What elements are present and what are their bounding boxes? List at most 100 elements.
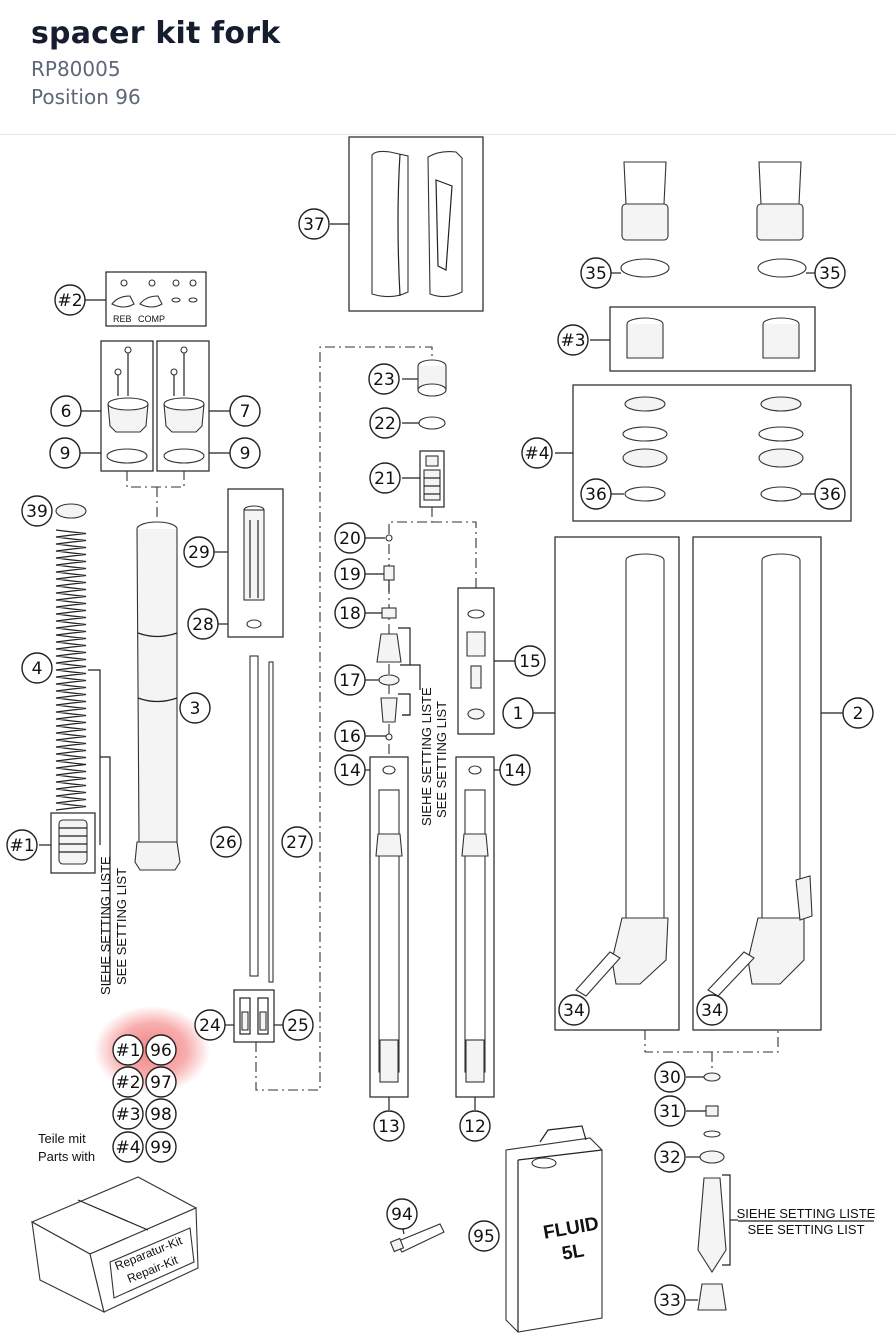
page-title: spacer kit fork: [31, 16, 281, 51]
seal-set-right: [758, 396, 804, 502]
callout-k99[interactable]: 99: [145, 1131, 177, 1163]
callout-k1[interactable]: #1: [6, 829, 38, 861]
callout-number: 6: [61, 402, 72, 422]
callout-k4b[interactable]: #4: [112, 1131, 144, 1163]
callout-c14b[interactable]: 14: [499, 754, 531, 786]
callout-c36a[interactable]: 36: [580, 478, 612, 510]
callout-c3[interactable]: 3: [179, 692, 211, 724]
callout-circle: [558, 994, 590, 1026]
callout-c28[interactable]: 28: [187, 608, 219, 640]
callout-c94[interactable]: 94: [386, 1198, 418, 1230]
callout-c13[interactable]: 13: [373, 1110, 405, 1142]
callout-number: 39: [26, 502, 48, 522]
callout-c29[interactable]: 29: [183, 536, 215, 568]
repair-kit-box: Reparatur-Kit Repair-Kit: [30, 1176, 199, 1314]
callout-c39[interactable]: 39: [21, 495, 53, 527]
callout-circle: [334, 522, 366, 554]
callout-c9a[interactable]: 9: [49, 437, 81, 469]
callout-c22[interactable]: 22: [369, 407, 401, 439]
callout-circle: [145, 1034, 177, 1066]
callout-number: 98: [150, 1105, 172, 1125]
callout-k98[interactable]: 98: [145, 1098, 177, 1130]
callout-c36b[interactable]: 36: [814, 478, 846, 510]
callout-number: 25: [287, 1016, 309, 1036]
callout-c18[interactable]: 18: [334, 597, 366, 629]
callout-circle: [6, 829, 38, 861]
callout-c12[interactable]: 12: [459, 1110, 491, 1142]
callout-c30[interactable]: 30: [654, 1061, 686, 1093]
callout-number: 1: [513, 704, 524, 724]
callout-k3b[interactable]: #3: [112, 1098, 144, 1130]
callout-k97[interactable]: 97: [145, 1066, 177, 1098]
callout-c24[interactable]: 24: [194, 1009, 226, 1041]
callout-number: #2: [57, 291, 82, 311]
callout-number: 35: [585, 264, 607, 284]
callout-circle: [334, 664, 366, 696]
callout-number: 37: [303, 215, 325, 235]
push-rod: [268, 661, 274, 983]
callout-number: 22: [374, 414, 396, 434]
callout-c27[interactable]: 27: [281, 826, 313, 858]
callout-c17[interactable]: 17: [334, 664, 366, 696]
callout-c16[interactable]: 16: [334, 720, 366, 752]
callout-c21[interactable]: 21: [369, 462, 401, 494]
fluid-can: FLUID 5L: [505, 1125, 603, 1333]
callout-number: 18: [339, 604, 361, 624]
exploded-parts-diagram: REB COMP SI: [6, 136, 876, 1333]
callout-number: 23: [373, 370, 395, 390]
callout-c33[interactable]: 33: [654, 1284, 686, 1316]
callout-k1b[interactable]: #1: [112, 1034, 144, 1066]
callout-number: 35: [819, 264, 841, 284]
callout-circle: [654, 1284, 686, 1316]
callout-number: 9: [240, 444, 251, 464]
callout-k2b[interactable]: #2: [112, 1066, 144, 1098]
callout-circle: [468, 1220, 500, 1252]
callout-number: #1: [115, 1041, 140, 1061]
callout-c32[interactable]: 32: [654, 1141, 686, 1173]
callout-c31[interactable]: 31: [654, 1095, 686, 1127]
fork-cap-compression: [163, 346, 205, 433]
callout-c4[interactable]: 4: [21, 652, 53, 684]
callout-c19[interactable]: 19: [334, 558, 366, 590]
callout-c35b[interactable]: 35: [814, 257, 846, 289]
callout-k96[interactable]: 96: [145, 1034, 177, 1066]
callout-c9b[interactable]: 9: [229, 437, 261, 469]
callout-circle: [282, 1009, 314, 1041]
callout-circle: [183, 536, 215, 568]
callout-number: 34: [563, 1001, 585, 1021]
callout-k4[interactable]: #4: [521, 437, 553, 469]
callout-number: 14: [504, 761, 526, 781]
callout-c1[interactable]: 1: [502, 697, 534, 729]
callout-c20[interactable]: 20: [334, 522, 366, 554]
callout-c25[interactable]: 25: [282, 1009, 314, 1041]
callout-number: 94: [391, 1205, 413, 1225]
callout-k3[interactable]: #3: [557, 324, 589, 356]
callout-c35a[interactable]: 35: [580, 257, 612, 289]
callout-c34b[interactable]: 34: [696, 994, 728, 1026]
callout-c95[interactable]: 95: [468, 1220, 500, 1252]
damping-rod: [249, 655, 259, 977]
callout-c6[interactable]: 6: [50, 395, 82, 427]
callout-c23[interactable]: 23: [368, 363, 400, 395]
callout-c15[interactable]: 15: [514, 645, 546, 677]
callout-c7[interactable]: 7: [229, 395, 261, 427]
bushing-right: [762, 317, 800, 359]
callout-number: 27: [286, 833, 308, 853]
setting-list-de-left: SIEHE SETTING LISTE: [98, 856, 113, 995]
comp-label: COMP: [138, 314, 165, 324]
valve-nut: [381, 607, 397, 619]
seal-set-left: [622, 396, 668, 502]
bottom-nut: [705, 1105, 719, 1117]
callout-k2[interactable]: #2: [54, 284, 86, 316]
callout-c2[interactable]: 2: [842, 697, 874, 729]
callout-c34a[interactable]: 34: [558, 994, 590, 1026]
callout-c14a[interactable]: 14: [334, 754, 366, 786]
callout-circle: [521, 437, 553, 469]
callout-number: 30: [659, 1068, 681, 1088]
callout-circle: [145, 1131, 177, 1163]
callout-c26[interactable]: 26: [210, 826, 242, 858]
callout-number: 95: [473, 1227, 495, 1247]
spacer-kit-part: [58, 819, 88, 865]
callout-c37[interactable]: 37: [298, 208, 330, 240]
grease-tube: [389, 1223, 445, 1253]
